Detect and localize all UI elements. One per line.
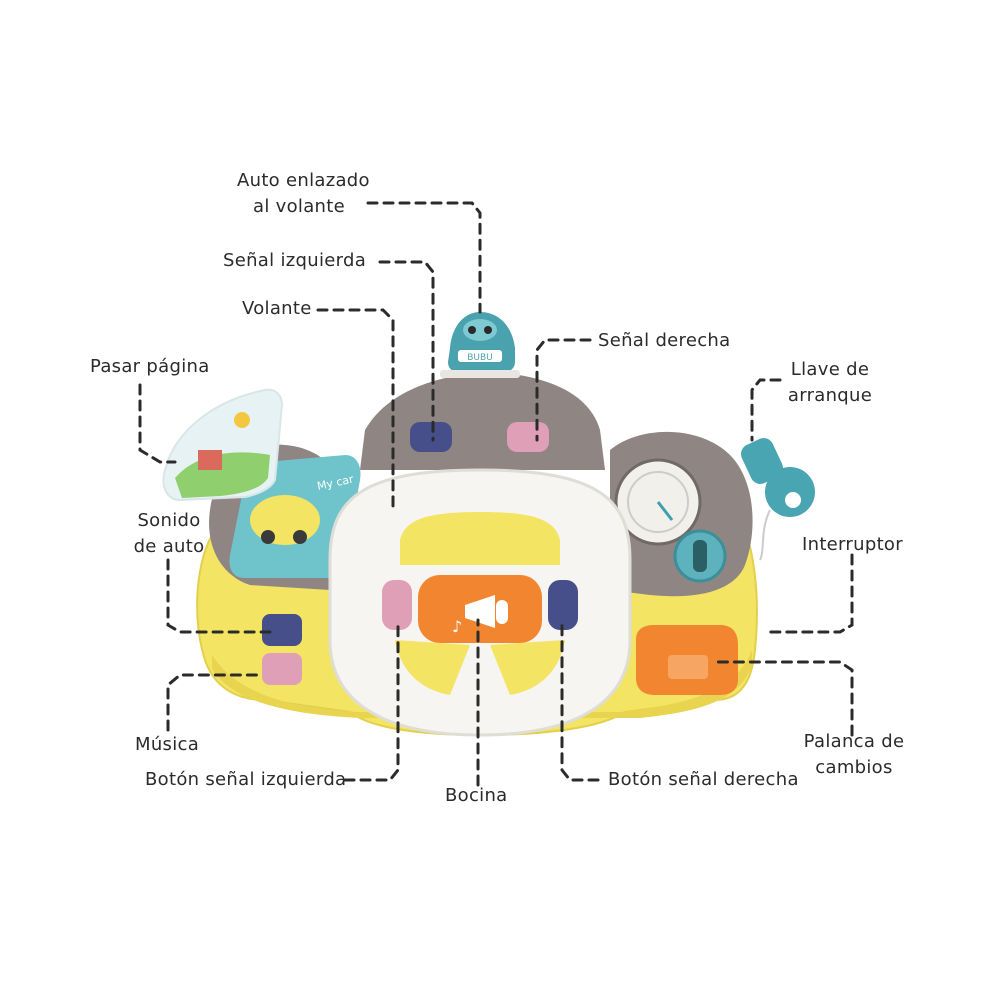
horn-button[interactable]: ♪ bbox=[418, 575, 542, 643]
label-musica: Música bbox=[135, 734, 200, 755]
page-flip-book[interactable] bbox=[162, 388, 284, 502]
svg-text:♪: ♪ bbox=[452, 617, 462, 636]
left-turn-signal-light bbox=[410, 422, 452, 452]
center-gray-hood bbox=[360, 372, 605, 470]
left-signal-button[interactable] bbox=[382, 580, 412, 630]
ignition-key[interactable] bbox=[738, 435, 815, 561]
leader-lines bbox=[138, 201, 854, 787]
ignition-switch[interactable] bbox=[673, 529, 727, 583]
speedometer-gauge bbox=[614, 458, 702, 546]
gear-shift-lever[interactable] bbox=[636, 625, 738, 695]
screen-car-icon bbox=[250, 495, 320, 545]
label-interruptor: Interruptor bbox=[802, 534, 903, 555]
car-plate: BUBU bbox=[467, 353, 493, 363]
right-signal-button[interactable] bbox=[548, 580, 578, 630]
linked-toy-car[interactable]: BUBU bbox=[440, 312, 520, 378]
label-auto-enlazado: Auto enlazado al volante bbox=[237, 170, 370, 217]
label-pasar-pagina: Pasar página bbox=[90, 356, 210, 377]
label-sonido-auto: Sonido de auto bbox=[133, 510, 205, 557]
label-boton-senal-izquierda: Botón señal izquierda bbox=[145, 769, 347, 790]
label-palanca-cambios: Palanca de cambios bbox=[803, 731, 905, 778]
right-turn-signal-light bbox=[507, 422, 549, 452]
label-boton-senal-derecha: Botón señal derecha bbox=[608, 769, 799, 790]
label-senal-derecha: Señal derecha bbox=[598, 330, 731, 351]
label-volante: Volante bbox=[242, 298, 312, 319]
car-sound-button[interactable] bbox=[262, 614, 302, 646]
music-button[interactable] bbox=[262, 653, 302, 685]
label-llave-arranque: Llave de arranque bbox=[787, 359, 873, 406]
label-senal-izquierda: Señal izquierda bbox=[223, 250, 367, 271]
label-bocina: Bocina bbox=[445, 785, 508, 806]
